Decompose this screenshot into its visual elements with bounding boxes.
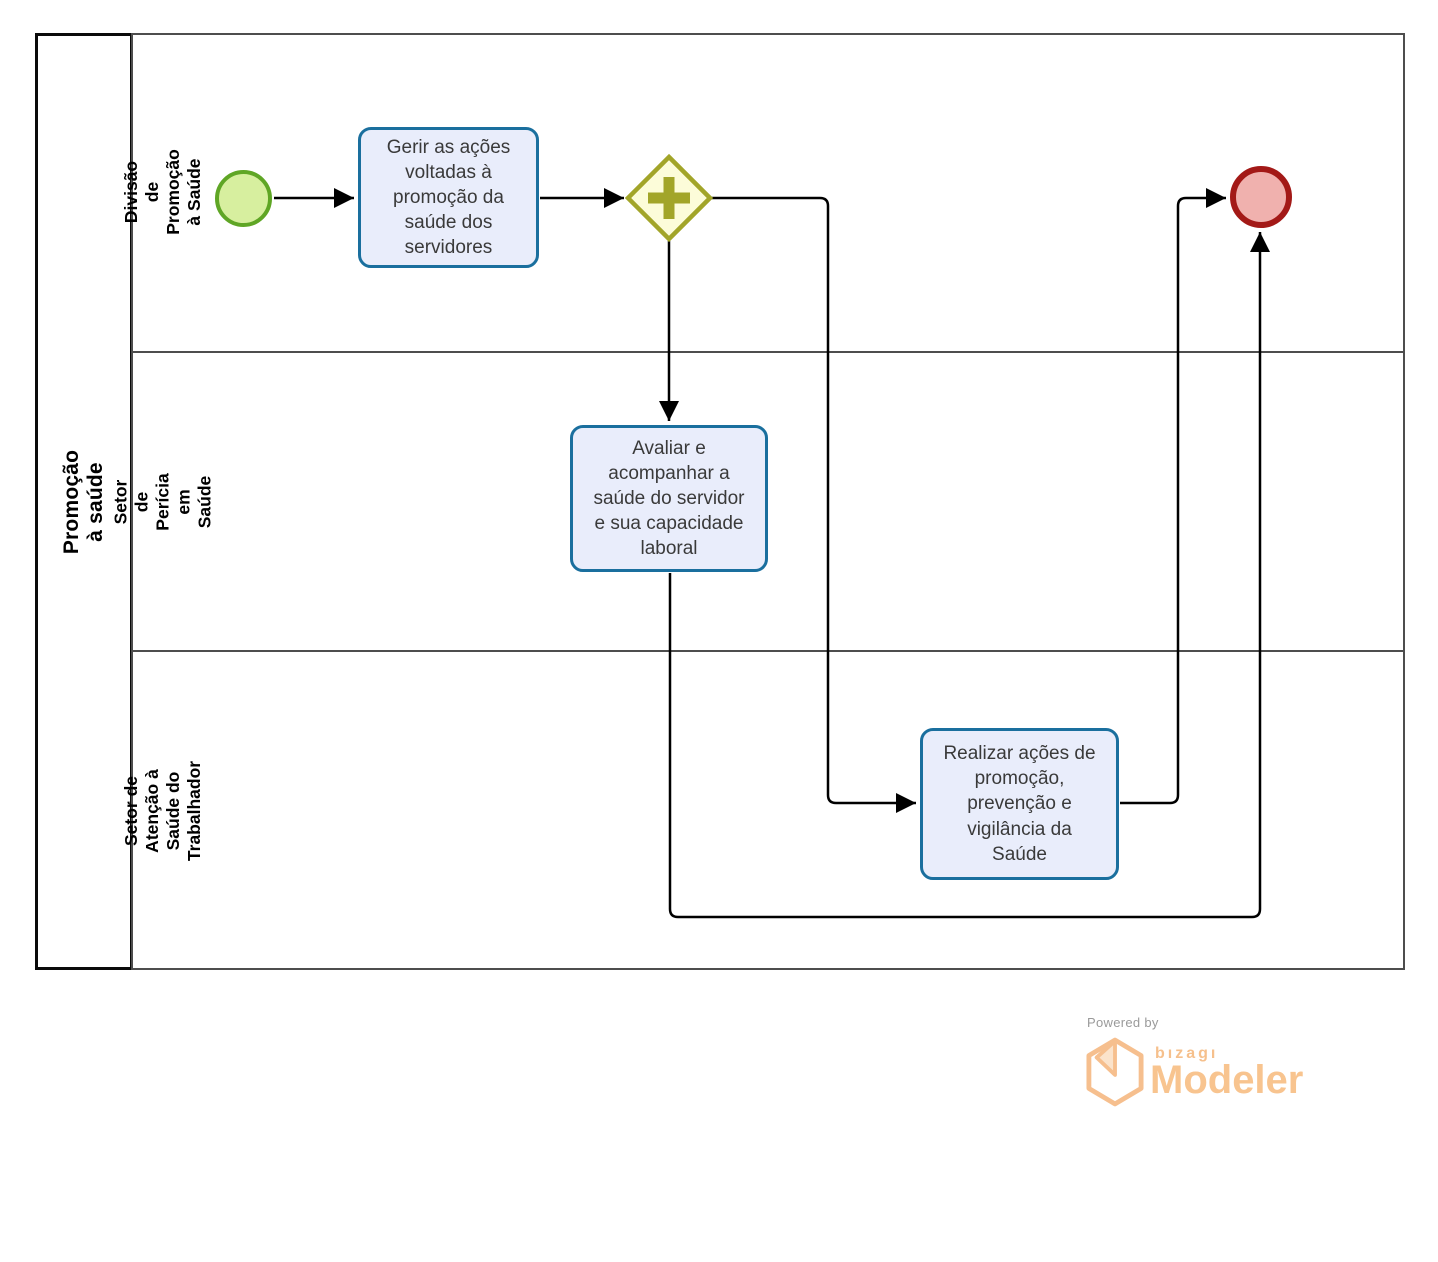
flow-avaliar-to-end	[668, 232, 1270, 919]
task-avaliar-acompanhar: Avaliar e acompanhar a saúde do servidor…	[570, 425, 768, 572]
start-event	[215, 170, 272, 227]
task-realizar-acoes: Realizar ações de promoção, prevenção e …	[920, 728, 1119, 880]
task-gerir-acoes: Gerir as ações voltadas à promoção da sa…	[358, 127, 539, 268]
powered-by-text: Powered by	[1087, 1015, 1159, 1030]
bizagi-brand-text: bızagı	[1155, 1045, 1219, 1062]
parallel-gateway	[624, 153, 714, 243]
bizagi-logo-icon	[1086, 1037, 1144, 1107]
modeler-product-text: Modeler	[1150, 1058, 1304, 1102]
lane-divider-2	[133, 650, 1403, 652]
end-event	[1230, 166, 1292, 228]
gateway-plus-icon	[648, 177, 690, 219]
lane-divider-1	[133, 351, 1403, 353]
flow-realizar-to-end	[1120, 188, 1226, 805]
flow-gateway-to-realizar	[711, 196, 916, 813]
